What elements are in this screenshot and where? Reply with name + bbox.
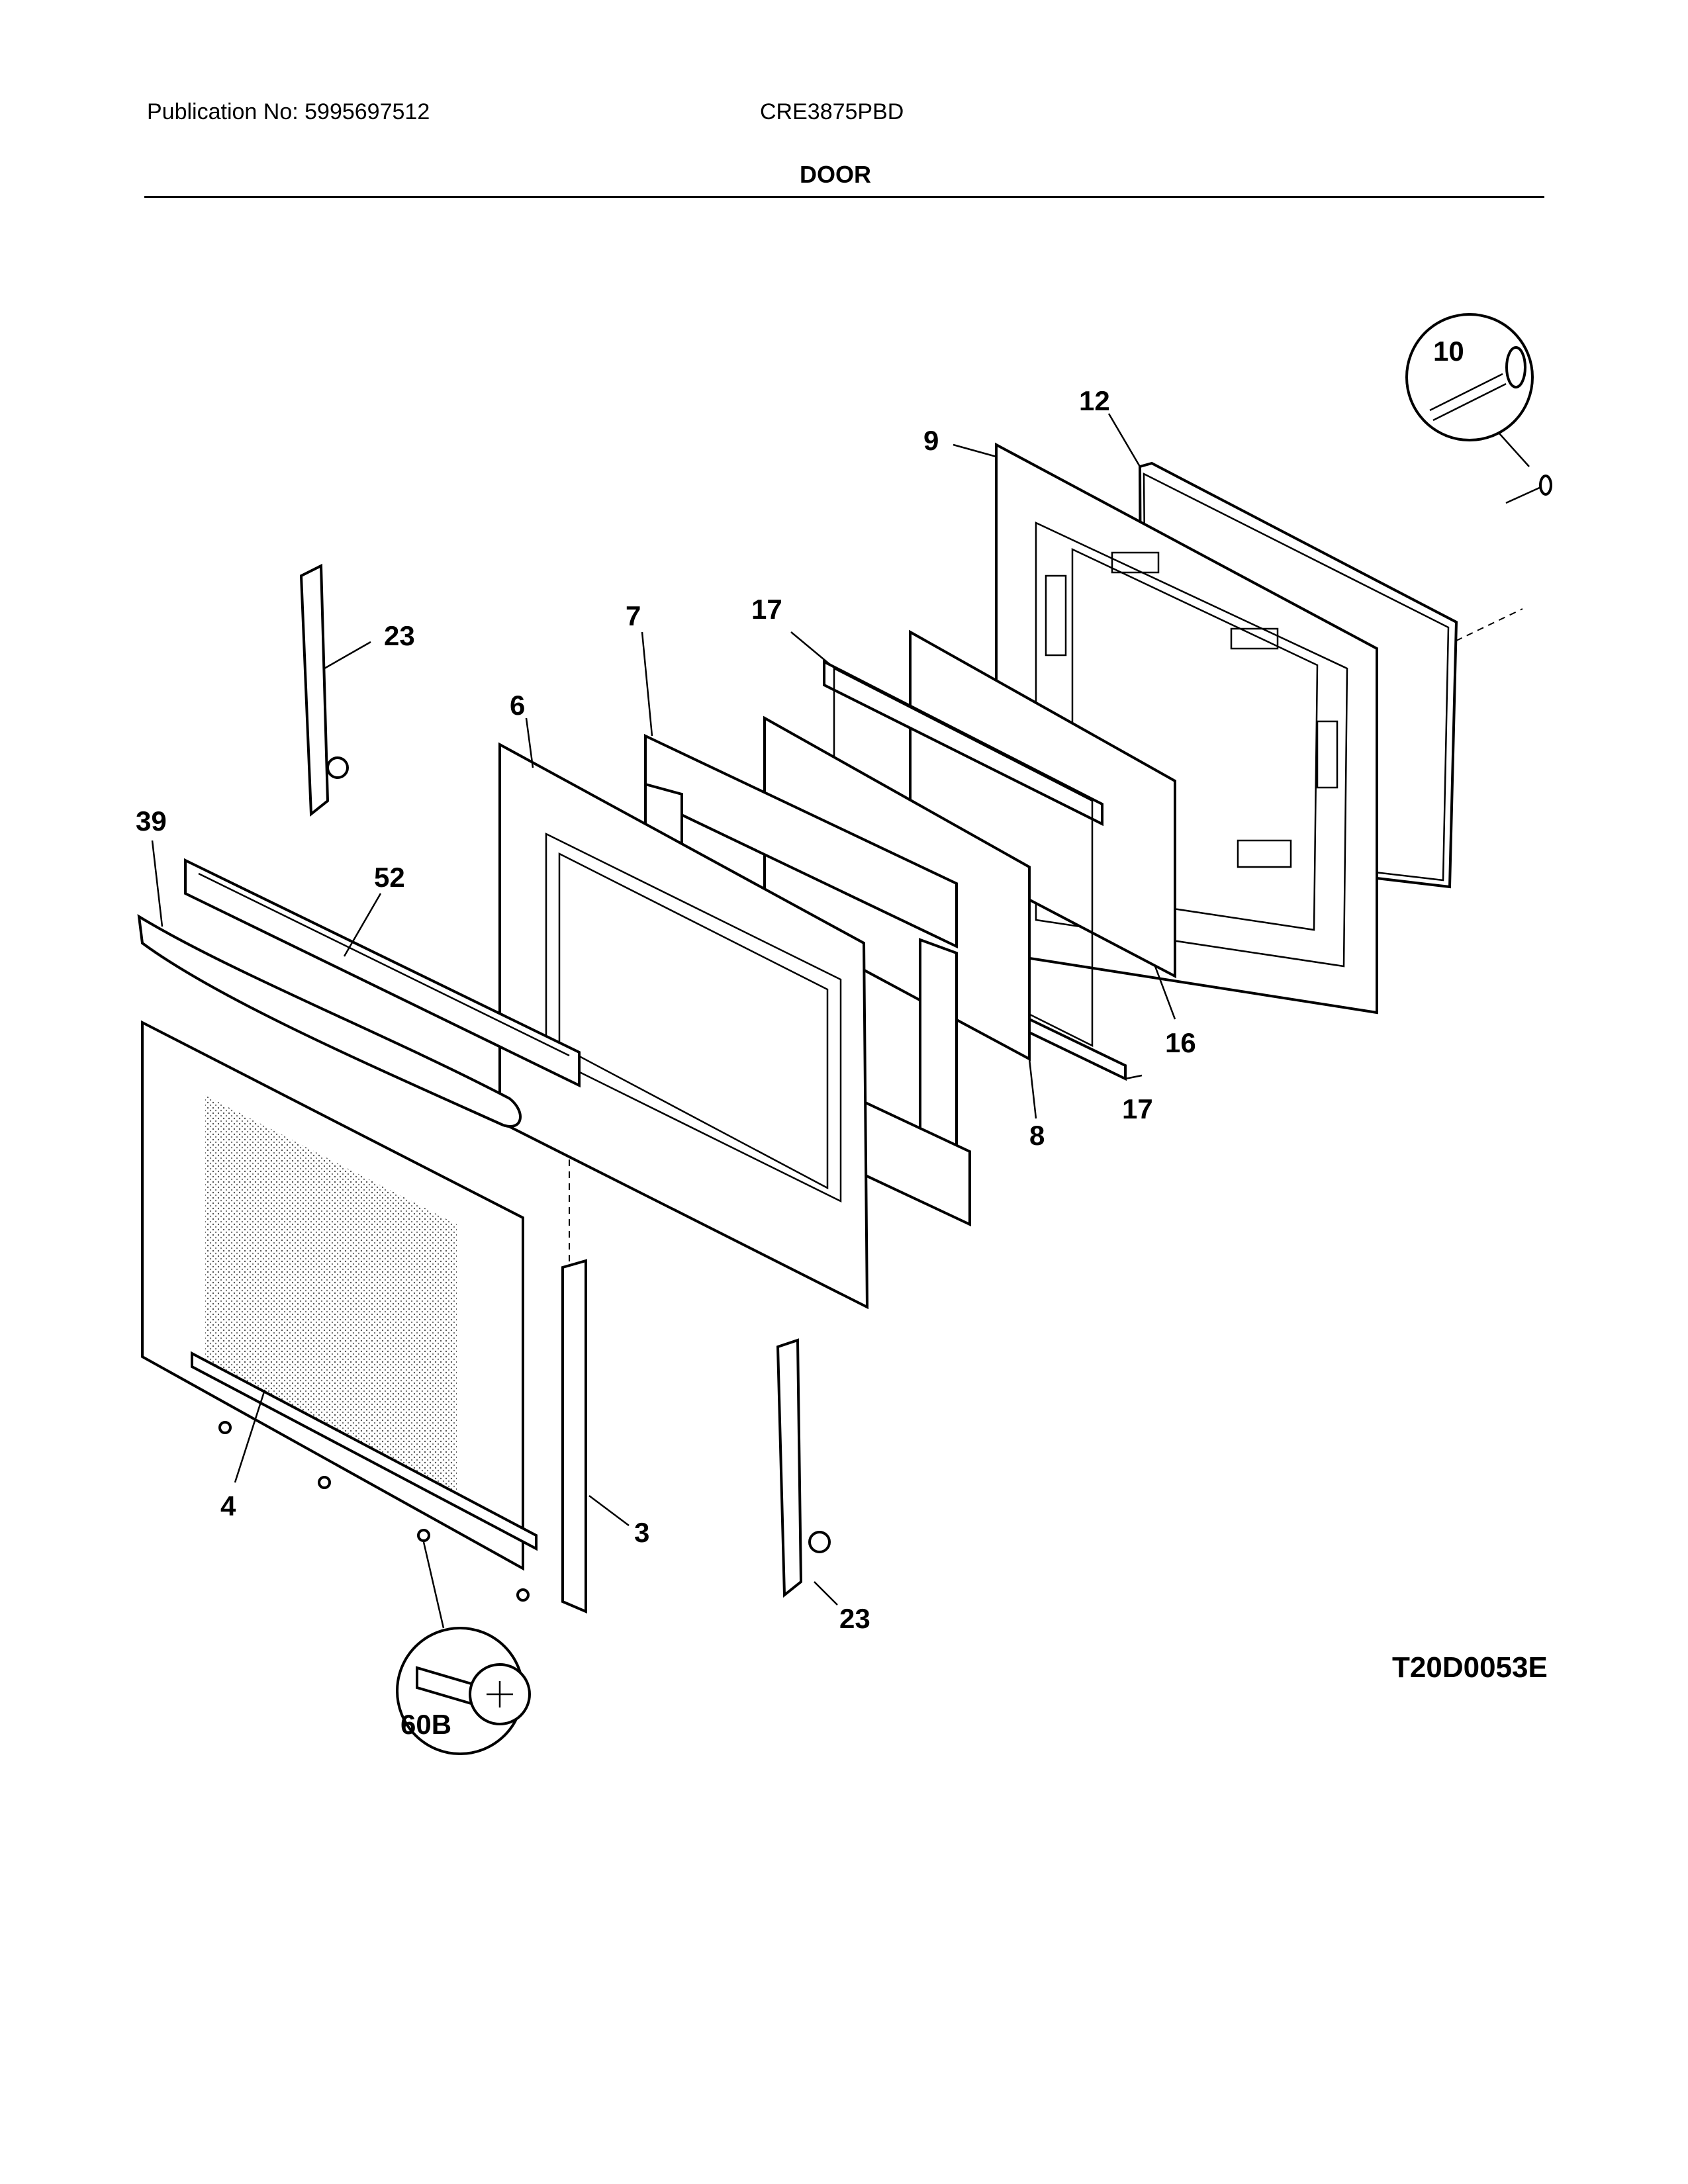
callout-7: 7 — [626, 600, 641, 631]
part-23-hinge-lower — [776, 1338, 831, 1598]
part-16-glass — [909, 629, 1176, 979]
page-title: DOOR — [800, 161, 871, 188]
callout-4: 4 — [220, 1490, 236, 1522]
callout-52: 52 — [374, 862, 405, 893]
part-23-hinge-upper — [299, 563, 349, 817]
door-screws — [218, 1421, 530, 1602]
callout-17-upper: 17 — [751, 594, 782, 625]
callout-17-lower: 17 — [1122, 1093, 1153, 1124]
callout-10: 10 — [1433, 336, 1464, 367]
callout-23-lower: 23 — [839, 1603, 870, 1634]
publication-number: Publication No: 5995697512 — [147, 99, 430, 124]
callout-8: 8 — [1029, 1120, 1045, 1151]
callout-6: 6 — [510, 690, 525, 721]
part-3-outer-door — [141, 1020, 587, 1614]
model-number: CRE3875PBD — [760, 99, 904, 124]
part-60b-screw-inset — [396, 1627, 531, 1755]
part-6-door-frame — [498, 742, 869, 1310]
callout-9: 9 — [923, 425, 939, 456]
callout-39: 39 — [136, 805, 167, 837]
callout-16: 16 — [1165, 1027, 1196, 1058]
header-rule — [144, 196, 1544, 198]
part-10-bolt-inset — [1405, 313, 1552, 504]
part-17-glass-frame-lower — [1028, 1017, 1127, 1081]
callout-leaders — [151, 413, 1176, 1629]
part-4-bottom-trim — [191, 1351, 538, 1551]
callout-12: 12 — [1079, 385, 1110, 416]
callout-60b: 60B — [400, 1709, 451, 1740]
callout-23-upper: 23 — [384, 620, 415, 651]
part-39-door-handle — [137, 914, 522, 1128]
diagram-code: T20D0053E — [1392, 1651, 1548, 1684]
callout-3: 3 — [634, 1517, 649, 1548]
part-52-handle-bracket — [184, 858, 581, 1088]
